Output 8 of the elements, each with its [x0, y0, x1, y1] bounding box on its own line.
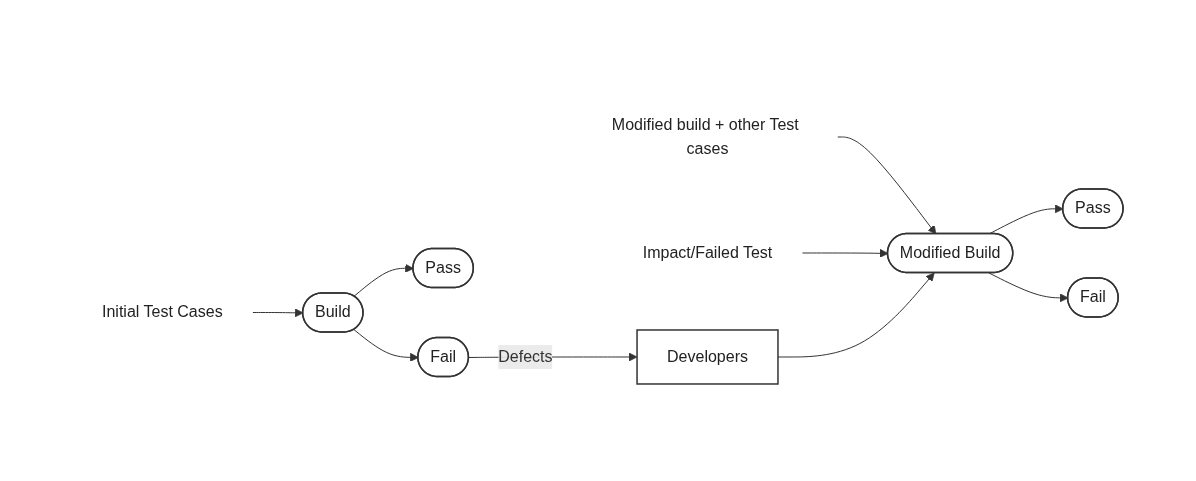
edge-label: Defects — [498, 347, 553, 365]
node-text: Impact/Failed Test — [643, 243, 773, 261]
arrow — [988, 272, 1069, 302]
arrow — [802, 248, 889, 258]
node-text: Modified build + other Test cases — [612, 115, 800, 157]
node-box: Developers — [636, 328, 780, 385]
node-text: Initial Test Cases — [102, 302, 224, 320]
arrow — [837, 136, 937, 234]
